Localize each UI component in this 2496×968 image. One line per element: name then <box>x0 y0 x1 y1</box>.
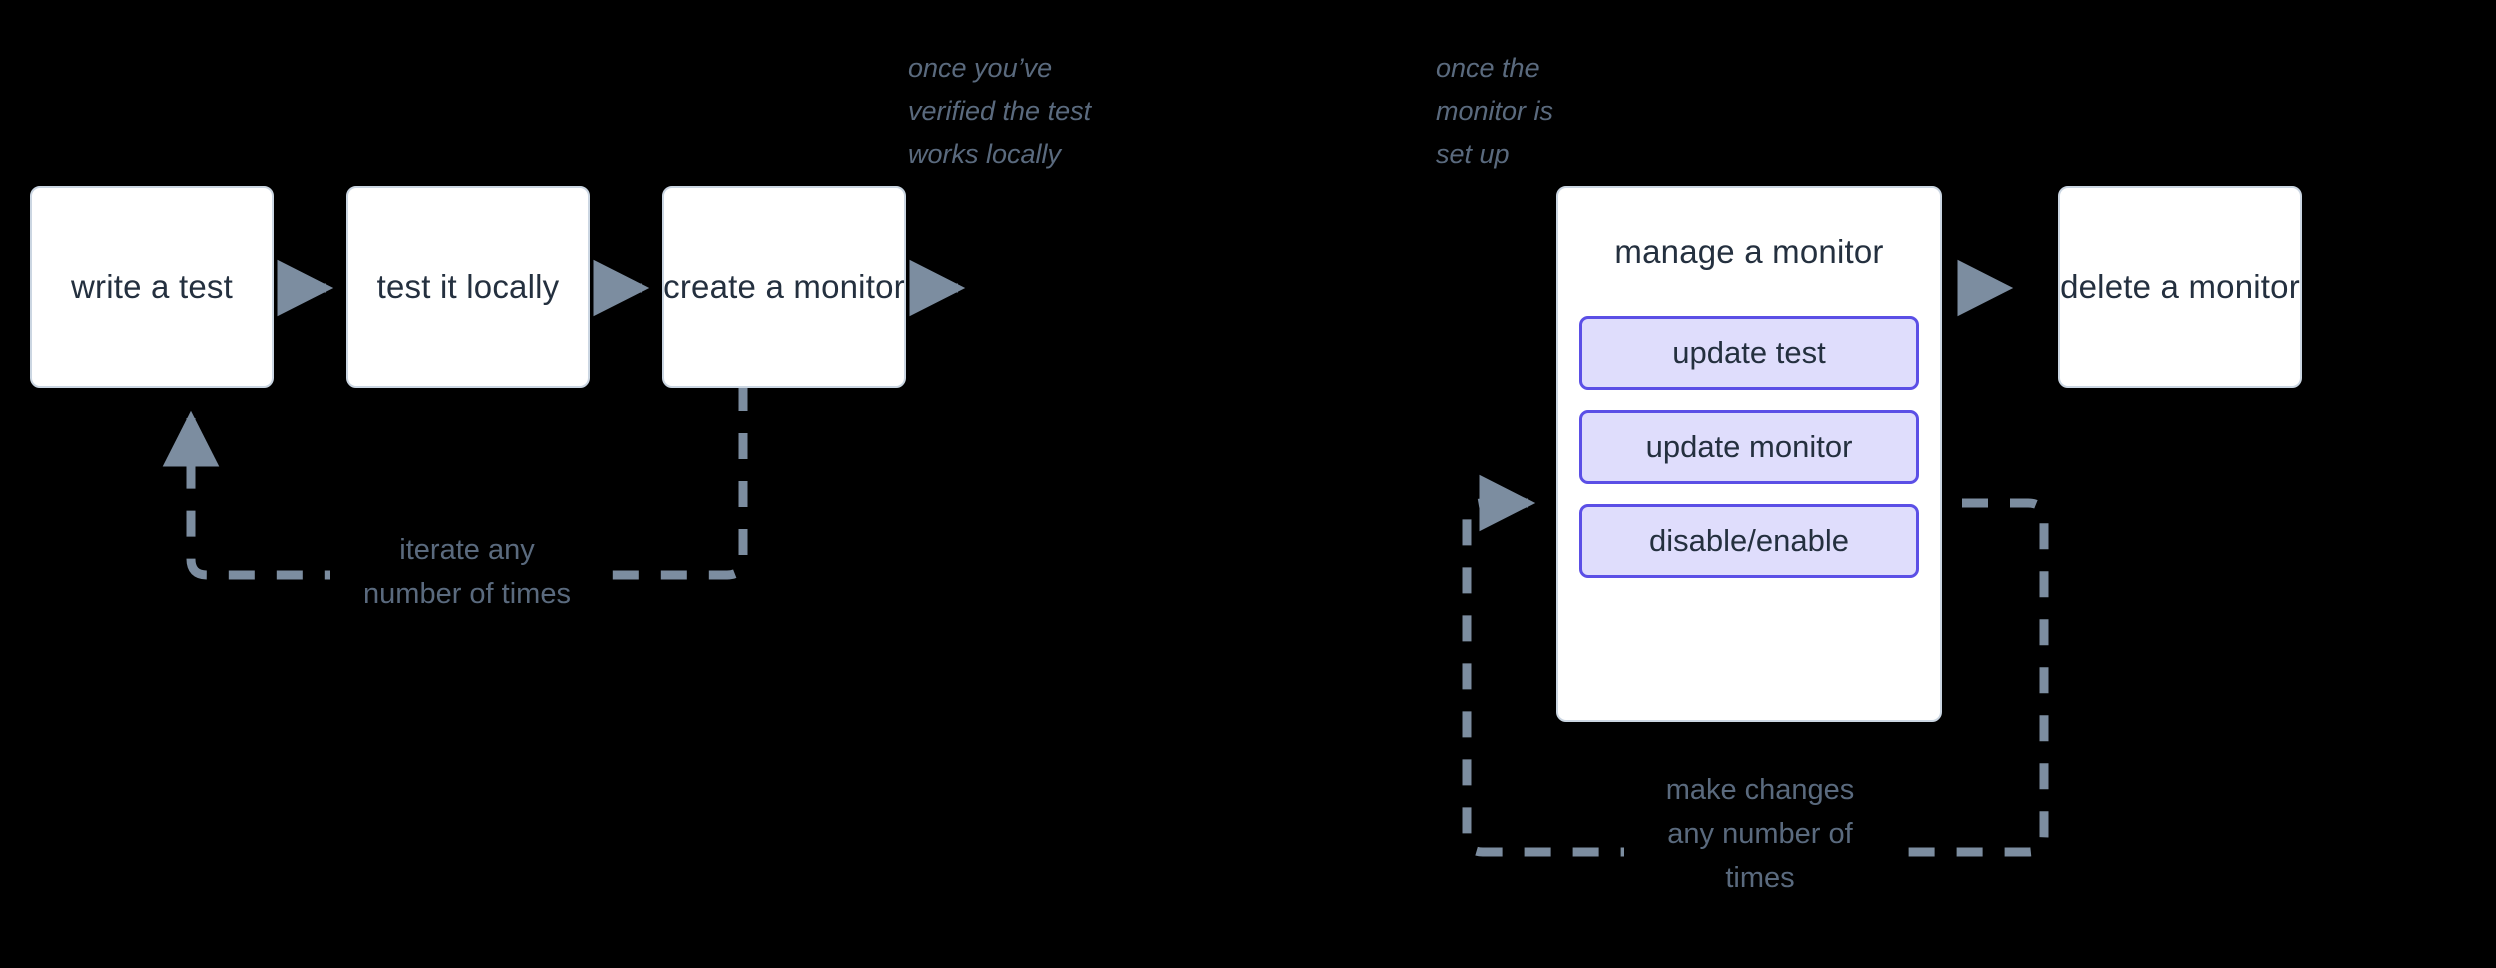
subitem-label-disable-enable: disable/enable <box>1649 522 1849 558</box>
subitem-label-update-monitor: update monitor <box>1645 428 1853 464</box>
stage-label-manage-a-monitor: manage a monitor <box>1614 233 1884 270</box>
subitem-update-monitor[interactable]: update monitor <box>1579 409 1919 484</box>
annotation-monitor-set-up: once the monitor is set up <box>1436 53 1554 170</box>
loop-label-make-changes: make changes any number of times <box>1624 768 1896 901</box>
stage-delete-a-monitor[interactable]: delete a monitor <box>2058 186 2302 388</box>
subitem-label-update-test: update test <box>1672 334 1826 370</box>
stage-write-a-test[interactable]: write a test <box>30 186 274 388</box>
annotation-verified-locally: once you’ve verified the test works loca… <box>908 53 1092 170</box>
stage-label-write-a-test: write a test <box>71 268 233 306</box>
stage-label-test-it-locally: test it locally <box>376 268 560 306</box>
subitem-update-test[interactable]: update test <box>1579 315 1919 390</box>
stage-label-delete-a-monitor: delete a monitor <box>2060 268 2300 306</box>
loop-label-iterate: iterate any number of times <box>330 528 604 617</box>
stage-label-create-a-monitor: create a monitor <box>663 268 905 306</box>
subitem-disable-enable[interactable]: disable/enable <box>1579 503 1919 578</box>
stage-create-a-monitor[interactable]: create a monitor <box>662 186 906 388</box>
stage-test-it-locally[interactable]: test it locally <box>346 186 590 388</box>
stage-manage-a-monitor[interactable]: manage a monitor update test update moni… <box>1556 186 1942 722</box>
